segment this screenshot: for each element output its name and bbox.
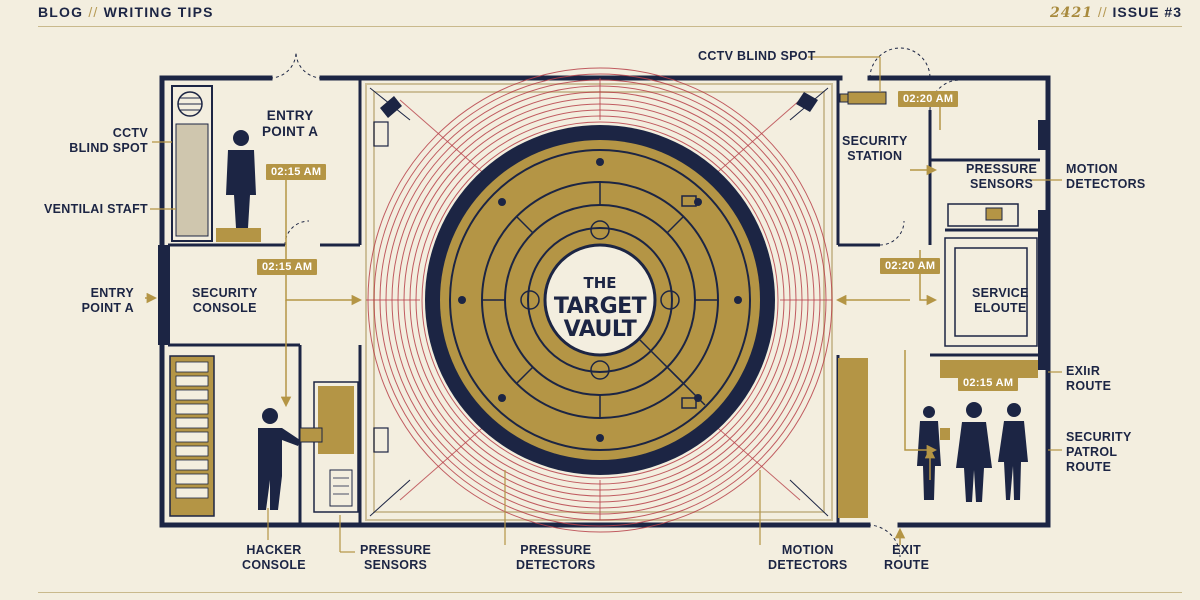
footer-rule: [38, 592, 1182, 593]
label-exit-route-bottom: EXIT ROUTE: [884, 543, 930, 572]
label-ventilation-shaft: VENTILAI STAFT: [44, 202, 148, 216]
entry-platform: [216, 228, 261, 242]
ventilation-shaft: [171, 85, 213, 242]
issue-separator: //: [1097, 4, 1108, 20]
label-pressure-sensors-bottom: PRESSURE SENSORS: [360, 543, 432, 572]
timestamp-badge: 02:15 AM: [958, 375, 1019, 391]
breadcrumb-category: WRITING TIPS: [103, 4, 214, 20]
label-security-console: SECURITY CONSOLE: [192, 286, 258, 315]
breadcrumb-separator: //: [88, 4, 99, 20]
vault-title-line3: VAULT: [563, 316, 637, 342]
cctv-camera-station: [839, 91, 887, 105]
label-hacker-console: HACKER CONSOLE: [242, 543, 306, 572]
target-vault: [425, 125, 775, 475]
right-gold-panel: [838, 358, 868, 518]
cctv-camera-right: [796, 92, 818, 112]
timestamp-badge: 02:15 AM: [257, 259, 318, 275]
timestamp-badge: 02:20 AM: [898, 91, 959, 107]
label-cctv-blind-spot-left: CCTV BLIND SPOT: [69, 126, 148, 155]
service-route-box: [944, 237, 1038, 347]
wall-block-left: [158, 245, 170, 345]
cctv-camera-left: [380, 96, 402, 118]
timestamp-badge: 02:15 AM: [266, 164, 327, 180]
blog-breadcrumb: BLOG // WRITING TIPS: [38, 4, 214, 20]
label-cctv-blind-spot-top: CCTV BLIND SPOT: [698, 49, 816, 63]
label-pressure-sensors-right: PRESSURE SENSORS: [966, 162, 1038, 191]
header-rule: [38, 26, 1182, 27]
server-rack: [169, 355, 215, 517]
pressure-sensor-box: [947, 203, 1019, 227]
timestamp-badge: 02:20 AM: [880, 258, 941, 274]
vault-title-line2: TARGET: [553, 293, 647, 319]
hacker-silhouette: [258, 408, 300, 510]
exit-gold-strip: [940, 360, 1038, 378]
patrol-guards-silhouette: [917, 402, 1028, 502]
label-entry-point-left: ENTRY POINT A: [81, 286, 134, 315]
label-security-patrol-route: SECURITY PATROL ROUTE: [1066, 430, 1132, 474]
vault-title-line1: THE: [583, 273, 617, 292]
issue-year: 2421: [1049, 5, 1093, 21]
issue-info: 2421 // ISSUE #3: [1050, 4, 1182, 21]
label-motion-detectors-right: MOTION DETECTORS: [1066, 162, 1146, 191]
label-pressure-detectors: PRESSURE DETECTORS: [516, 543, 596, 572]
label-security-station: SECURITY STATION: [842, 134, 908, 163]
label-service-route: SERVICE ELOUTE: [972, 286, 1029, 315]
issue-number: ISSUE #3: [1112, 4, 1182, 20]
label-motion-detectors-bottom: MOTION DETECTORS: [768, 543, 848, 572]
hacker-console-machine: [299, 381, 359, 513]
label-exit-route-right: EXIıR ROUTE: [1066, 364, 1112, 393]
label-entry-point-room: ENTRY POINT A: [262, 108, 319, 139]
vault-title: THE TARGET VAULT: [550, 256, 650, 356]
person-entry-silhouette: [226, 130, 256, 228]
breadcrumb-blog: BLOG: [38, 4, 84, 20]
